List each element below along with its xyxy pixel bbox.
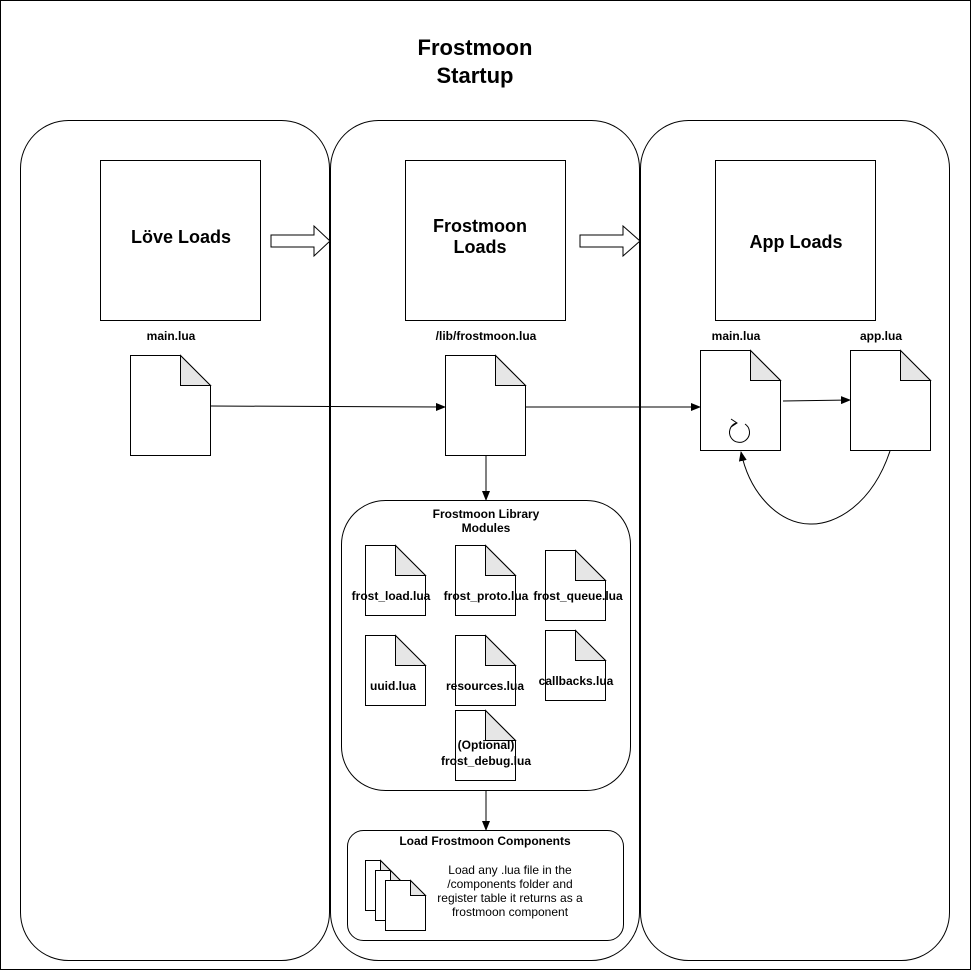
components-group-title: Load Frostmoon Components <box>399 834 571 848</box>
module-resources: resources.lua <box>446 634 524 706</box>
module-callbacks: callbacks.lua <box>539 629 614 701</box>
love-loads-box <box>100 160 261 321</box>
arrow-love-main-to-frostmoon-lib <box>209 402 446 411</box>
block-arrow-frostmoon-to-app <box>579 224 641 258</box>
lane-love <box>20 120 330 961</box>
love-loads-label: Löve Loads <box>131 227 231 247</box>
module-resources-label: resources.lua <box>446 679 524 693</box>
frostmoon-lib-file-label: /lib/frostmoon.lua <box>436 329 537 343</box>
components-desc-line3: register table it returns as a <box>437 891 583 905</box>
components-desc-line2: /components folder and <box>447 877 572 891</box>
components-desc-line1: Load any .lua file in the <box>448 863 572 877</box>
app-loads-label: App Loads <box>750 232 843 252</box>
lane-app <box>640 120 950 961</box>
app-main-file-icon <box>700 349 782 451</box>
components-desc-line4: frostmoon component <box>452 905 569 919</box>
modules-group-title-line1: Frostmoon Library <box>433 507 540 521</box>
module-frost-debug: (Optional) frost_debug.lua <box>441 709 531 781</box>
module-frost-load-label: frost_load.lua <box>352 589 431 603</box>
app-app-file-icon <box>850 349 932 451</box>
frostmoon-lib-file-icon <box>445 354 527 456</box>
module-frost-load: frost_load.lua <box>352 544 431 616</box>
diagram-title-line1: Frostmoon <box>418 35 533 60</box>
frostmoon-loads-box <box>405 160 566 321</box>
block-arrow-love-to-frostmoon <box>270 224 331 258</box>
diagram-title-line2: Startup <box>437 63 514 88</box>
module-frost-debug-label-line2: frost_debug.lua <box>441 754 531 768</box>
arrow-app-main-to-app-file <box>782 396 851 405</box>
module-frost-queue-label: frost_queue.lua <box>533 589 623 603</box>
modules-group-title-line2: Modules <box>462 521 511 535</box>
module-callbacks-label: callbacks.lua <box>539 674 614 688</box>
app-app-file-label: app.lua <box>860 329 902 343</box>
app-main-file-label: main.lua <box>712 329 761 343</box>
module-frost-proto-label: frost_proto.lua <box>444 589 529 603</box>
love-main-file-icon <box>130 354 212 456</box>
multiple-files-icon <box>365 859 427 931</box>
love-main-file-label: main.lua <box>147 329 196 343</box>
module-frost-proto: frost_proto.lua <box>444 544 529 616</box>
module-frost-queue: frost_queue.lua <box>533 549 623 621</box>
app-loads-box <box>715 160 876 321</box>
frostmoon-loads-label-line2: Loads <box>453 237 506 257</box>
module-frost-debug-label-line1: (Optional) <box>458 738 515 752</box>
module-uuid-label: uuid.lua <box>370 679 416 693</box>
loop-icon <box>729 418 751 443</box>
arrow-app-file-loop-back <box>738 450 891 525</box>
frostmoon-loads-label-line1: Frostmoon <box>433 216 527 236</box>
module-uuid: uuid.lua <box>365 634 427 706</box>
